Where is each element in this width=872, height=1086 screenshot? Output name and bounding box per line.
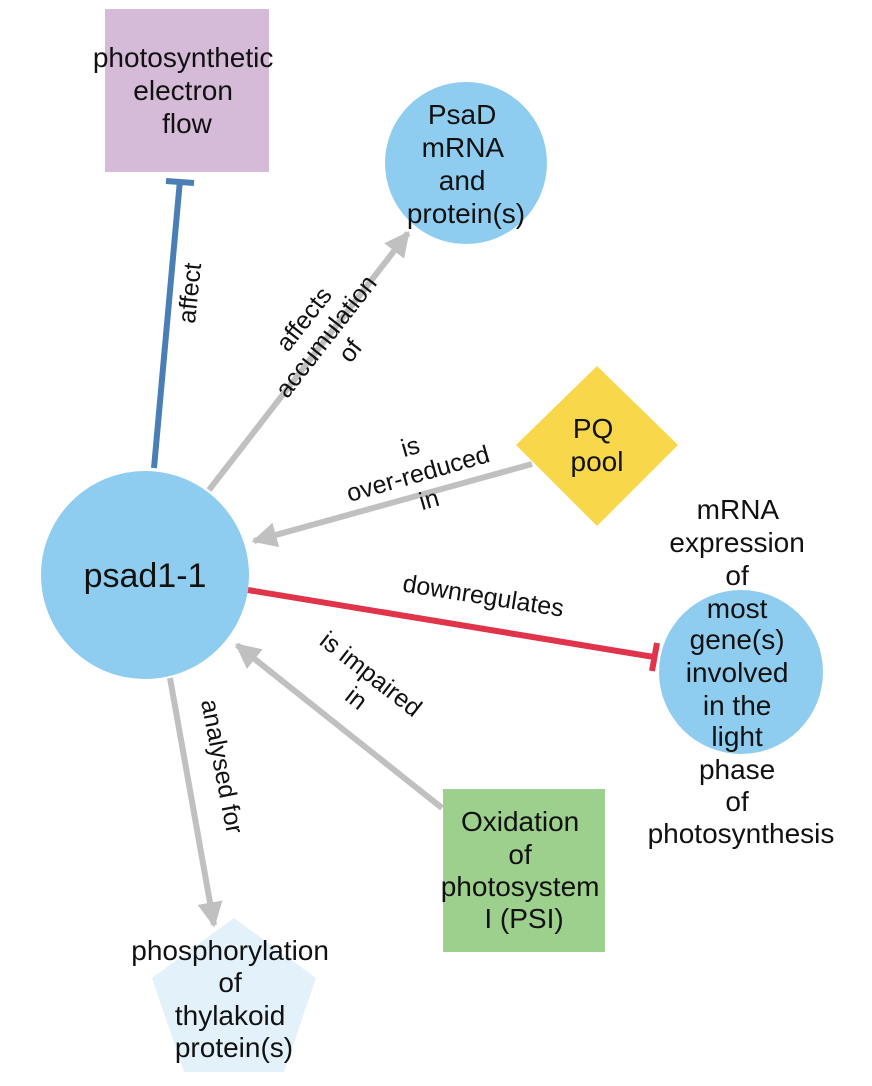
edge-over-reduced bbox=[251, 461, 533, 548]
edge-affects-accumulation bbox=[206, 231, 411, 492]
edge-label-affect: affect bbox=[173, 261, 207, 324]
edge-affect bbox=[151, 178, 195, 469]
node-electron-flow-label: photosynthetic electron flow bbox=[93, 42, 281, 139]
edge-label-impaired: is impaired in bbox=[297, 626, 432, 749]
edges bbox=[151, 178, 660, 928]
node-phospho-label: phosphorylation of thylakoid protein(s) bbox=[131, 935, 336, 1063]
node-psad-shape bbox=[385, 82, 547, 244]
node-oxidation-shape bbox=[443, 789, 605, 952]
node-mrna-label: mRNA expression of most gene(s) involved… bbox=[648, 494, 835, 849]
node-psad-label: PsaD mRNA and protein(s) bbox=[407, 99, 525, 229]
edge-label-analysed-for: analysed for bbox=[195, 697, 248, 836]
node-electron-flow-shape bbox=[105, 9, 269, 172]
nodes bbox=[41, 9, 823, 1072]
node-mrna-shape bbox=[659, 590, 823, 754]
edge-label-downregulates: downregulates bbox=[401, 570, 566, 623]
edge-label-affects-accumulation: affects accumulation of bbox=[248, 247, 409, 420]
node-oxidation-label: Oxidation of photosystem I (PSI) bbox=[441, 806, 608, 934]
node-labels: psad1-1 photosynthetic electron flow Psa… bbox=[84, 42, 835, 1063]
center-node-label: psad1-1 bbox=[84, 557, 207, 595]
edge-downregulates bbox=[247, 587, 660, 672]
edge-impaired bbox=[235, 642, 444, 811]
node-pq-label: PQ pool bbox=[571, 413, 624, 477]
node-pq-shape bbox=[516, 366, 678, 526]
node-center-shape bbox=[41, 471, 249, 679]
edge-label-over-reduced: is over-reduced in bbox=[336, 411, 507, 534]
node-phospho-shape bbox=[152, 918, 316, 1072]
edge-analysed-for bbox=[167, 677, 223, 928]
